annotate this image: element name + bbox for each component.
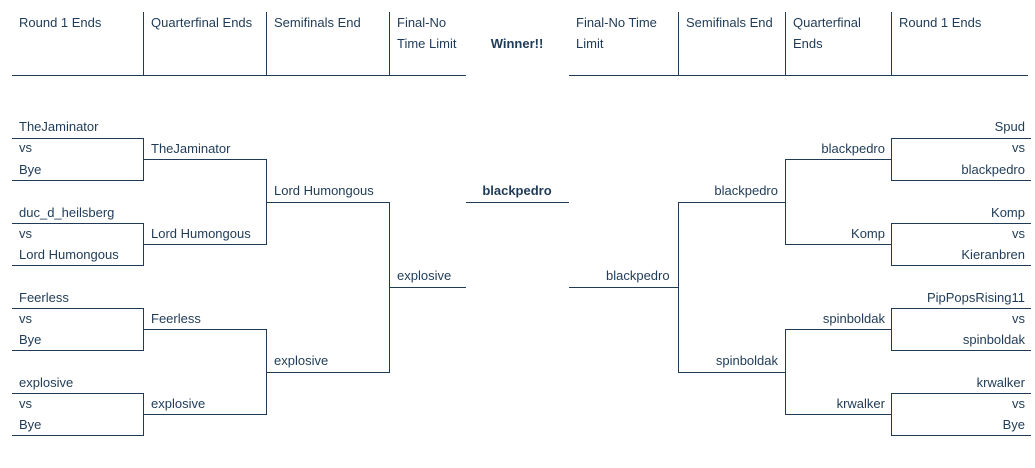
bracket-line [12, 180, 144, 181]
left-final-name: explosive [397, 268, 452, 283]
bracket-line [891, 223, 1031, 224]
left-final-header: Final-No Time Limit [397, 15, 457, 51]
player-name: spinboldak [962, 332, 1025, 347]
bracket-line [678, 202, 786, 203]
vs-label: vs [1012, 311, 1025, 326]
header-separator [785, 12, 786, 75]
header-divider-left [12, 75, 466, 76]
vs-label: vs [1012, 396, 1025, 411]
left-semifinal-name: Lord Humongous [274, 183, 374, 198]
bracket-line [143, 414, 267, 415]
bracket-line [266, 372, 390, 373]
left-quarterfinal-name: Feerless [151, 311, 201, 326]
winner-name: blackpedro [482, 183, 552, 198]
bracket-line [143, 159, 267, 160]
bracket-line [785, 414, 892, 415]
right-semifinal-name: spinboldak [715, 353, 778, 368]
right-round1-header: Round 1 Ends [899, 15, 982, 30]
left-quarterfinal-name: explosive [151, 396, 206, 411]
bracket-line [891, 350, 1031, 351]
winner-line [466, 202, 569, 203]
header-divider-right [569, 75, 1028, 76]
player-name: Bye [19, 332, 42, 347]
right-quarterfinal-name: Komp [851, 226, 885, 241]
vs-label: vs [19, 226, 32, 241]
left-quarterfinal-header: Quarterfinal Ends [151, 15, 253, 30]
header-separator [143, 12, 144, 75]
bracket-line [12, 308, 144, 309]
player-name: blackpedro [961, 162, 1025, 177]
player-name: Bye [1002, 417, 1025, 432]
right-semifinal-header: Semifinals End [686, 15, 773, 30]
header-separator [891, 12, 892, 75]
vs-label: vs [19, 311, 32, 326]
player-name: PipPopsRising11 [926, 290, 1025, 305]
bracket-line [12, 435, 144, 436]
bracket-line [12, 350, 144, 351]
bracket-line [266, 202, 390, 203]
bracket-line [678, 372, 786, 373]
winner-header: Winner!! [490, 36, 544, 51]
right-quarterfinal-name: krwalker [836, 396, 885, 411]
right-quarterfinal-name: blackpedro [821, 141, 885, 156]
vs-label: vs [19, 140, 32, 155]
bracket-line [785, 329, 892, 330]
player-name: Kieranbren [961, 247, 1025, 262]
bracket-line [891, 308, 1031, 309]
player-name: Bye [19, 162, 42, 177]
player-name: TheJaminator [19, 119, 99, 134]
left-quarterfinal-name: TheJaminator [151, 141, 231, 156]
left-round1-header: Round 1 Ends [19, 15, 102, 30]
player-name: Bye [19, 417, 42, 432]
bracket-line [891, 180, 1031, 181]
left-semifinal-name: explosive [274, 353, 329, 368]
right-semifinal-name: blackpedro [714, 183, 778, 198]
bracket-line [12, 393, 144, 394]
bracket-line [569, 287, 679, 288]
right-quarterfinal-name: spinboldak [822, 311, 885, 326]
left-semifinal-header: Semifinals End [274, 15, 361, 30]
player-name: explosive [19, 375, 74, 390]
left-quarterfinal-name: Lord Humongous [151, 226, 251, 241]
header-separator [678, 12, 679, 75]
vs-label: vs [1012, 226, 1025, 241]
header-separator [389, 12, 390, 75]
bracket-line [143, 244, 267, 245]
bracket-line [389, 287, 466, 288]
bracket-line [785, 159, 892, 160]
bracket-line [12, 265, 144, 266]
bracket-line [143, 329, 267, 330]
bracket-line [891, 138, 1031, 139]
vs-label: vs [1012, 140, 1025, 155]
player-name: duc_d_heilsberg [19, 205, 115, 220]
bracket-line [12, 223, 144, 224]
right-final-name: blackpedro [606, 268, 670, 283]
right-final-header: Final-No Time Limit [576, 15, 657, 51]
vs-label: vs [19, 396, 32, 411]
player-name: Spud [994, 119, 1025, 134]
header-separator [266, 12, 267, 75]
bracket-line [12, 138, 144, 139]
bracket-line [785, 244, 892, 245]
player-name: Komp [991, 205, 1025, 220]
player-name: Feerless [19, 290, 69, 305]
bracket-line [891, 265, 1031, 266]
right-quarterfinal-header: Quarterfinal Ends [793, 15, 861, 51]
player-name: Lord Humongous [19, 247, 119, 262]
bracket-line [891, 393, 1031, 394]
bracket-line [891, 435, 1031, 436]
player-name: krwalker [976, 375, 1025, 390]
